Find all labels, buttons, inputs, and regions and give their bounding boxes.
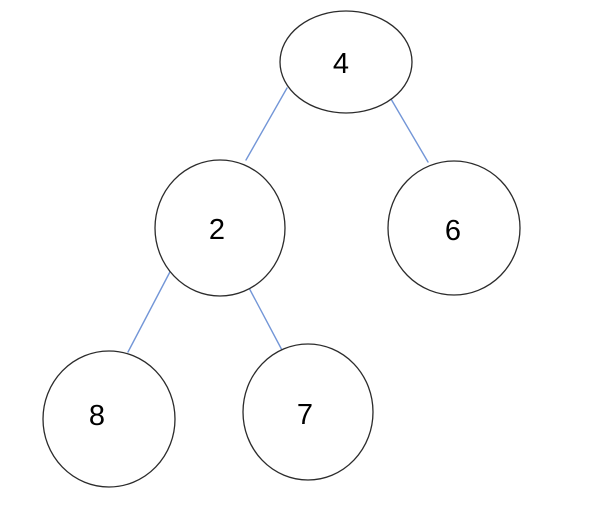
node-label: 2 (209, 214, 225, 246)
tree-node-left: 2 (154, 159, 286, 297)
node-label: 7 (297, 399, 313, 431)
tree-node-right: 6 (387, 160, 521, 296)
edge-left-to-leftright (247, 285, 284, 353)
node-ellipse (279, 10, 413, 114)
tree-node-left-left: 8 (42, 350, 176, 488)
tree-node-left-right: 7 (242, 343, 374, 481)
edge-root-to-right (390, 98, 429, 163)
edge-left-to-leftleft (127, 267, 173, 353)
node-ellipse (154, 159, 286, 297)
node-ellipse (242, 343, 374, 481)
node-label: 8 (89, 400, 105, 432)
node-ellipse (387, 160, 521, 296)
tree-node-root: 4 (279, 10, 413, 114)
node-label: 6 (445, 215, 461, 247)
edge-root-to-left (245, 87, 288, 161)
node-ellipse (42, 350, 176, 488)
node-label: 4 (333, 48, 349, 80)
